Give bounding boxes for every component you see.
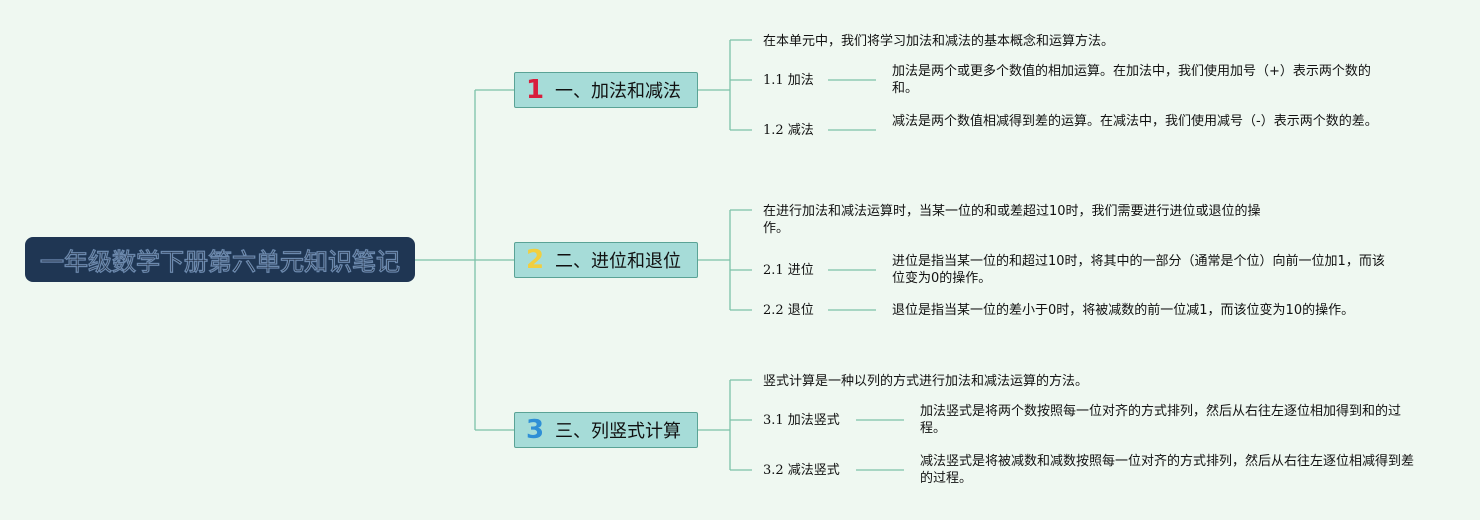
branch-title: 三、列竖式计算 — [555, 421, 681, 442]
branch-summary: 在本单元中，我们将学习加法和减法的基本概念和运算方法。 — [763, 34, 1115, 49]
branch-summary: 在进行加法和减法运算时，当某一位的和或差超过10时，我们需要进行进位或退位的操作… — [763, 204, 1261, 236]
branch-title: 二、进位和退位 — [555, 251, 681, 272]
subtopic-label[interactable]: 3.2 减法竖式 — [763, 463, 840, 478]
subtopic-label[interactable]: 2.2 退位 — [763, 303, 814, 318]
branch-carry-borrow[interactable]: 2 二、进位和退位 — [514, 242, 698, 278]
subtopic-detail: 退位是指当某一位的差小于0时，将被减数的前一位减1，而该位变为10的操作。 — [892, 303, 1355, 318]
subtopic-label[interactable]: 1.2 减法 — [763, 123, 814, 138]
subtopic-label[interactable]: 3.1 加法竖式 — [763, 413, 840, 428]
root-title: 一年级数学下册第六单元知识笔记 — [40, 248, 400, 276]
root-topic[interactable]: 一年级数学下册第六单元知识笔记 — [25, 237, 415, 282]
branch-addition-subtraction[interactable]: 1 一、加法和减法 — [514, 72, 698, 108]
branch-summary: 竖式计算是一种以列的方式进行加法和减法运算的方法。 — [763, 374, 1089, 389]
subtopic-detail: 加法竖式是将两个数按照每一位对齐的方式排列，然后从右往左逐位相加得到和的过程。 — [920, 404, 1402, 436]
branch-vertical-calculation[interactable]: 3 三、列竖式计算 — [514, 412, 698, 448]
number-two-badge: 2 — [525, 245, 545, 275]
subtopic-detail: 加法是两个或更多个数值的相加运算。在加法中，我们使用加号（+）表示两个数的和。 — [892, 64, 1371, 96]
subtopic-label[interactable]: 1.1 加法 — [763, 73, 814, 88]
number-three-badge: 3 — [525, 415, 545, 445]
subtopic-label[interactable]: 2.1 进位 — [763, 263, 814, 278]
number-one-badge: 1 — [525, 75, 545, 105]
subtopic-detail: 减法竖式是将被减数和减数按照每一位对齐的方式排列，然后从右往左逐位相减得到差的过… — [920, 454, 1415, 486]
subtopic-detail: 减法是两个数值相减得到差的运算。在减法中，我们使用减号（-）表示两个数的差。 — [892, 114, 1378, 129]
branch-title: 一、加法和减法 — [555, 81, 681, 102]
subtopic-detail: 进位是指当某一位的和超过10时，将其中的一部分（通常是个位）向前一位加1，而该位… — [892, 254, 1385, 286]
